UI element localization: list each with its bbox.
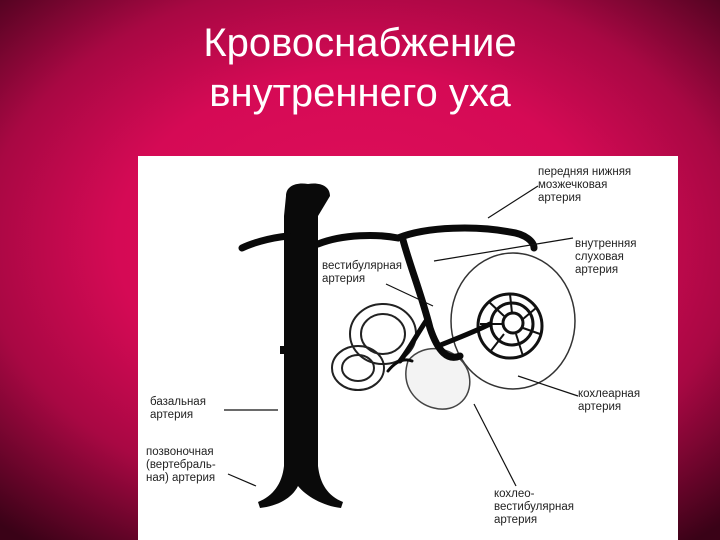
aica-vessel: [314, 224, 538, 252]
label-basilar-artery: базальная артерия: [150, 396, 206, 421]
label-anterior-inferior-cerebellar-artery: передняя нижняя мозжечковая артерия: [538, 166, 632, 204]
cochlea-outline: [450, 252, 576, 390]
inner-ear-blood-supply-diagram: [224, 183, 579, 508]
slide-title: Кровоснабжение внутреннего уха: [0, 18, 720, 118]
cochlear-vessel: [435, 321, 493, 349]
semicircular-canals: [331, 303, 417, 391]
cochlea-radial-vessels: [480, 293, 541, 357]
label-vestibular-artery: вестибулярная артерия: [322, 260, 402, 285]
leader-lines: [224, 185, 579, 487]
title-line-2: внутреннего уха: [209, 71, 511, 115]
title-line-1: Кровоснабжение: [203, 21, 517, 65]
label-internal-auditory-artery: внутренняя слуховая артерия: [575, 238, 637, 276]
left-branch: [238, 232, 292, 252]
label-cochlear-artery: кохлеарная артерия: [578, 388, 641, 413]
basilar-artery: [258, 183, 343, 508]
label-vertebral-artery: позвоночная (вертебраль- ная) артерия: [146, 446, 216, 484]
diagram-panel: передняя нижняя мозжечковая артерия внут…: [138, 156, 678, 540]
vestibular-vessel: [397, 318, 429, 364]
label-cochleovestibular-artery: кохлео- вестибулярная артерия: [494, 488, 574, 526]
vessel-branches: [238, 224, 538, 373]
internal-auditory-vessel: [399, 236, 464, 361]
